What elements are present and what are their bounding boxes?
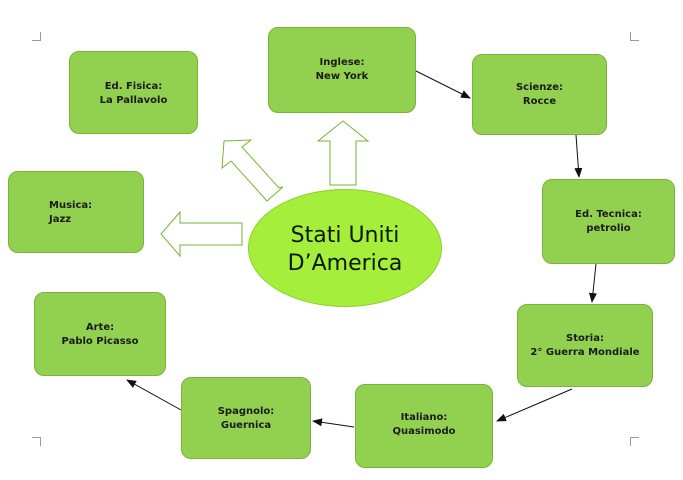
node-topic: Jazz bbox=[49, 214, 72, 225]
block-arrow-left bbox=[160, 210, 243, 258]
node-topic: Guernica bbox=[220, 420, 272, 431]
arrow-italiano-to-spagnolo bbox=[312, 418, 355, 428]
arrow-storia-to-italiano bbox=[496, 388, 573, 422]
node-subject: Scienze: bbox=[515, 82, 564, 93]
node-subject: Italiano: bbox=[400, 412, 448, 423]
node-arte: Arte: Pablo Picasso bbox=[34, 292, 166, 376]
arrow-scienze-to-ed-tecnica bbox=[574, 134, 583, 178]
node-subject: Storia: bbox=[566, 333, 604, 344]
node-topic: petrolio bbox=[586, 223, 631, 234]
crop-mark-bottom-left bbox=[32, 437, 41, 446]
node-subject: Ed. Tecnica: bbox=[575, 209, 642, 220]
block-arrow-up-left bbox=[221, 139, 284, 202]
node-italiano: Italiano: Quasimodo bbox=[355, 384, 493, 468]
node-subject: Spagnolo: bbox=[217, 406, 275, 417]
center-title-line-1: Stati Uniti bbox=[290, 223, 400, 248]
block-arrow-up bbox=[316, 120, 370, 186]
arrow-spagnolo-to-arte bbox=[126, 379, 182, 411]
node-inglese: Inglese: New York bbox=[268, 27, 416, 113]
arrow-ed-tecnica-to-storia bbox=[588, 263, 597, 303]
node-musica: Musica: Jazz bbox=[8, 171, 144, 253]
arrow-inglese-to-scienze bbox=[415, 70, 471, 99]
center-topic-ellipse: Stati Uniti D’America bbox=[248, 189, 442, 307]
node-scienze: Scienze: Rocce bbox=[472, 54, 607, 135]
node-topic: La Pallavolo bbox=[99, 95, 168, 106]
crop-mark-bottom-right bbox=[630, 437, 639, 446]
node-subject: Musica: bbox=[49, 200, 93, 211]
node-ed-tecnica: Ed. Tecnica: petrolio bbox=[542, 179, 675, 264]
node-topic: Pablo Picasso bbox=[61, 336, 139, 347]
node-topic: Quasimodo bbox=[392, 426, 456, 437]
node-ed-fisica: Ed. Fisica: La Pallavolo bbox=[69, 51, 198, 134]
crop-mark-top-right bbox=[630, 32, 639, 41]
node-spagnolo: Spagnolo: Guernica bbox=[181, 377, 311, 459]
node-topic: 2° Guerra Mondiale bbox=[530, 347, 640, 358]
node-storia: Storia: 2° Guerra Mondiale bbox=[517, 304, 653, 387]
node-topic: Rocce bbox=[522, 96, 557, 107]
node-subject: Inglese: bbox=[319, 57, 365, 68]
node-topic: New York bbox=[315, 71, 369, 82]
center-title-line-2: D’America bbox=[287, 251, 403, 276]
node-subject: Arte: bbox=[85, 322, 115, 333]
crop-mark-top-left bbox=[32, 32, 41, 41]
node-subject: Ed. Fisica: bbox=[104, 81, 163, 92]
